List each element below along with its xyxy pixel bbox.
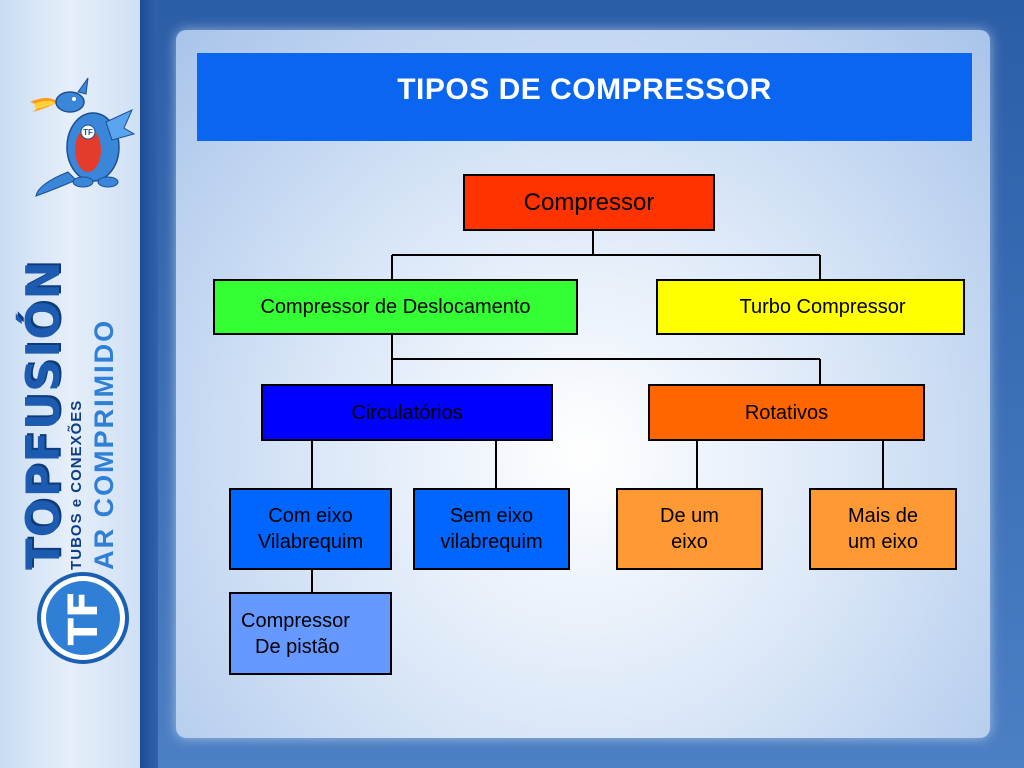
sidebar-divider	[140, 0, 158, 768]
node-sem-eixo-line2: vilabrequim	[440, 531, 543, 553]
tf-logo-icon: TF	[37, 572, 129, 664]
node-compressor-deslocamento: Compressor de Deslocamento	[213, 279, 578, 335]
node-circulatorios: Circulatórios	[261, 384, 553, 441]
node-rotativos-label: Rotativos	[744, 402, 829, 424]
node-mais-de-um-eixo-line1: Mais de	[847, 505, 919, 527]
node-pistao-line1: Compressor	[241, 609, 350, 632]
node-compressor: Compressor	[463, 174, 715, 231]
node-pistao-line2: De pistão	[255, 635, 340, 658]
node-de-um-eixo: De um eixo	[616, 488, 763, 570]
node-compressor-pistao: Compressor De pistão	[229, 592, 392, 675]
node-com-eixo-line1: Com eixo	[268, 505, 353, 527]
brand-sidebar: TF TOPFUSIÓN TUBOS e CONEXÕES AR COMPRIM…	[0, 0, 140, 768]
node-circulatorios-label: Circulatórios	[351, 402, 463, 424]
node-turbo-label: Turbo Compressor	[739, 296, 906, 318]
node-rotativos: Rotativos	[648, 384, 925, 441]
node-sem-eixo-line1: Sem eixo	[449, 505, 534, 527]
node-turbo-compressor: Turbo Compressor	[656, 279, 965, 335]
node-deslocamento-label: Compressor de Deslocamento	[260, 296, 531, 318]
node-de-um-eixo-line2: eixo	[671, 531, 708, 553]
node-mais-de-um-eixo: Mais de um eixo	[809, 488, 957, 570]
node-com-eixo: Com eixo Vilabrequim	[229, 488, 392, 570]
node-compressor-label: Compressor	[523, 188, 655, 216]
node-sem-eixo: Sem eixo vilabrequim	[413, 488, 570, 570]
node-com-eixo-line2: Vilabrequim	[257, 531, 364, 553]
node-de-um-eixo-line1: De um	[660, 505, 719, 527]
dragon-mascot-icon: TF	[30, 77, 136, 197]
mascot-badge-text: TF	[83, 128, 93, 137]
node-mais-de-um-eixo-line2: um eixo	[847, 531, 919, 553]
slide-title: TIPOS DE COMPRESSOR	[397, 73, 772, 106]
title-bar: TIPOS DE COMPRESSOR	[197, 53, 972, 141]
tf-logo-text: TF	[61, 591, 107, 646]
